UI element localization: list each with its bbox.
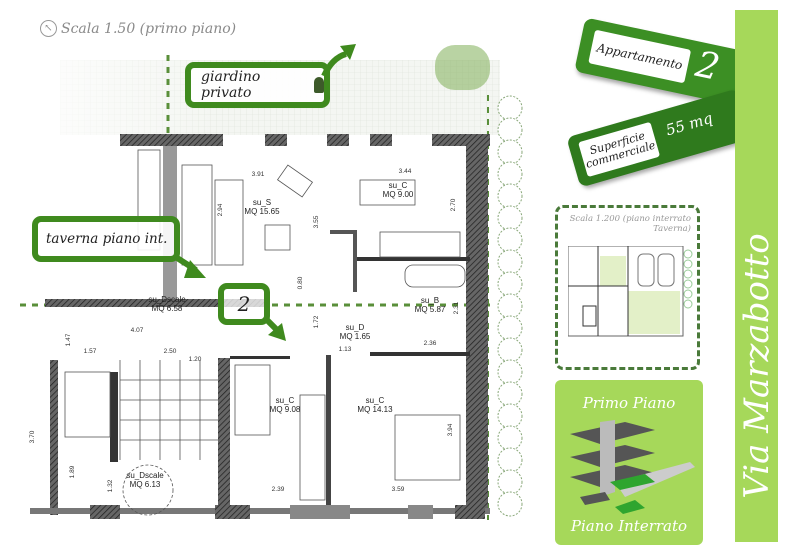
dimension-label: 0.80 xyxy=(297,276,304,289)
garden-arrow-icon xyxy=(321,44,356,78)
dimension-label: 4.07 xyxy=(131,327,144,334)
room-code: su_C xyxy=(366,396,385,405)
room-area: MQ 1.65 xyxy=(340,332,371,341)
dimension-label: 3.55 xyxy=(313,215,320,228)
dimension-label: 1.47 xyxy=(65,333,72,346)
tree xyxy=(497,359,523,385)
room-code: su_Dscale xyxy=(148,295,186,304)
room-area: MQ 6.13 xyxy=(130,480,161,489)
room-area: MQ 15.65 xyxy=(244,207,280,216)
apartment-marker: 2 xyxy=(218,283,270,325)
dimension-label: 3.44 xyxy=(399,168,412,175)
dimension-label: 2.94 xyxy=(217,203,224,216)
room-code: su_D xyxy=(346,323,365,332)
dimension-label: 2.36 xyxy=(424,340,437,347)
tree xyxy=(497,447,523,473)
dimension-label: 1.57 xyxy=(84,348,97,355)
dimension-label: 3.70 xyxy=(29,430,36,443)
dimension-label: 2.70 xyxy=(450,198,457,211)
shrub xyxy=(435,45,490,90)
tree xyxy=(497,403,523,429)
tree xyxy=(497,205,523,231)
tree-row xyxy=(497,95,523,517)
dimension-label: 2.31 xyxy=(453,301,460,314)
taverna-arrow-icon xyxy=(172,253,206,278)
room-code: su_B xyxy=(421,296,439,305)
room-area: MQ 14.13 xyxy=(357,405,393,414)
dimension-label: 1.13 xyxy=(339,346,352,353)
dimension-label: 2.50 xyxy=(164,348,177,355)
room-code: su_Dscale xyxy=(126,471,164,480)
dimension-label: 2.39 xyxy=(272,486,285,493)
room-area: MQ 9.08 xyxy=(270,405,301,414)
taverna-callout: taverna piano int. xyxy=(32,216,180,262)
dimension-label: 3.94 xyxy=(447,423,454,436)
tree xyxy=(497,315,523,341)
scale-title: ↖ Scala 1.50 (primo piano) xyxy=(40,20,236,37)
room-area: MQ 5.87 xyxy=(415,305,446,314)
walls xyxy=(30,134,490,519)
room-area: MQ 6.58 xyxy=(152,304,183,313)
tree xyxy=(497,249,523,275)
room-code: su_C xyxy=(389,181,408,190)
tree xyxy=(497,95,523,121)
levels-box: Primo Piano Piano Interrato xyxy=(555,380,703,545)
dimension-label: 1.89 xyxy=(69,465,76,478)
tree xyxy=(497,381,523,407)
tree xyxy=(497,293,523,319)
basement-inset: Scala 1.200 (piano interrato Taverna) xyxy=(555,205,700,370)
tree-icon xyxy=(314,77,324,93)
tree xyxy=(497,469,523,495)
tree xyxy=(497,271,523,297)
room-code: su_C xyxy=(276,396,295,405)
tree xyxy=(497,117,523,143)
tree xyxy=(497,227,523,253)
room-area: MQ 9.00 xyxy=(383,190,414,199)
street-strip: Via Marzabotto xyxy=(735,10,778,542)
basement-mini-plan xyxy=(568,246,693,337)
tree xyxy=(497,425,523,451)
tree xyxy=(497,161,523,187)
marker-arrow-icon xyxy=(262,315,286,341)
dimension-label: 1.20 xyxy=(189,356,202,363)
building-3d-icon xyxy=(570,420,695,514)
dimension-label: 1.72 xyxy=(313,315,320,328)
tree xyxy=(497,337,523,363)
tree xyxy=(497,183,523,209)
furniture xyxy=(64,149,466,516)
tree xyxy=(497,491,523,517)
dimension-label: 3.91 xyxy=(252,171,265,178)
north-arrow-icon: ↖ xyxy=(40,20,57,37)
dimension-label: 3.59 xyxy=(392,486,405,493)
dimension-label: 1.32 xyxy=(107,479,114,492)
tree xyxy=(497,139,523,165)
garden-callout: giardino privato xyxy=(185,62,330,108)
room-code: su_S xyxy=(253,198,271,207)
